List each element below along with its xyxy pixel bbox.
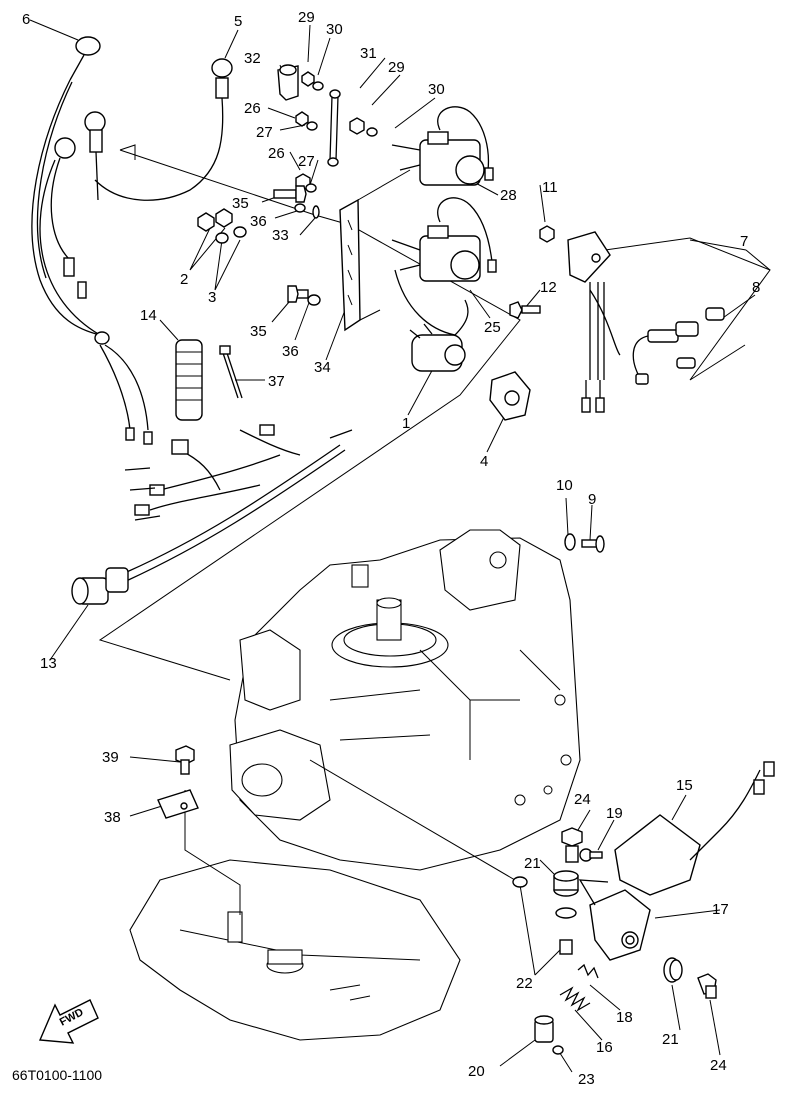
bolt-24-upper bbox=[561, 827, 583, 863]
o-ring-23 bbox=[552, 1045, 564, 1055]
spring-18 bbox=[577, 963, 599, 979]
bolt-39 bbox=[175, 745, 195, 775]
callout-21-upper: 21 bbox=[524, 855, 541, 872]
lever-bracket-17 bbox=[578, 879, 651, 961]
callout-8: 8 bbox=[752, 279, 760, 296]
callout-30: 30 bbox=[428, 81, 445, 98]
grommet-21-upper bbox=[553, 870, 579, 897]
rectifier-7 bbox=[539, 225, 621, 413]
callout-labels: 6 5 29 30 32 31 29 30 26 27 26 27 28 11 … bbox=[22, 9, 760, 1088]
callout-32: 32 bbox=[244, 50, 261, 67]
callout-15: 15 bbox=[676, 777, 693, 794]
callout-14: 14 bbox=[140, 307, 157, 324]
callout-22: 22 bbox=[516, 975, 533, 992]
nuts-washers-2-3 bbox=[197, 208, 247, 244]
callout-10: 10 bbox=[556, 477, 573, 494]
ground-cables bbox=[39, 111, 153, 445]
callout-31: 31 bbox=[360, 45, 377, 62]
main-harness-13 bbox=[71, 424, 353, 605]
starter-relay-1 bbox=[409, 323, 466, 372]
bolt-35-lower bbox=[287, 285, 321, 306]
callout-24-lower: 24 bbox=[710, 1057, 727, 1074]
grommet-21-lower bbox=[663, 957, 683, 983]
battery-cable-6 bbox=[31, 36, 101, 336]
lower-casing-outline bbox=[129, 859, 461, 1041]
callout-30-top: 30 bbox=[326, 21, 343, 38]
callout-28: 28 bbox=[500, 187, 517, 204]
callout-19: 19 bbox=[606, 805, 623, 822]
relay-bracket-34 bbox=[339, 169, 411, 332]
callout-18: 18 bbox=[616, 1009, 633, 1026]
callout-26: 26 bbox=[268, 145, 285, 162]
cable-band-37 bbox=[219, 345, 243, 399]
callout-5: 5 bbox=[234, 13, 242, 30]
bolt-12 bbox=[509, 301, 541, 319]
callout-27: 27 bbox=[298, 153, 315, 170]
callout-29-top: 29 bbox=[298, 9, 315, 26]
bolt-35-upper bbox=[273, 185, 320, 219]
relay-28 bbox=[391, 106, 494, 186]
callout-33: 33 bbox=[272, 227, 289, 244]
connector-8 bbox=[632, 307, 725, 385]
callout-24-upper: 24 bbox=[574, 791, 591, 808]
callout-13: 13 bbox=[40, 655, 57, 672]
callout-27-top: 27 bbox=[256, 124, 273, 141]
jumper-lead-31 bbox=[327, 89, 341, 167]
callout-36: 36 bbox=[282, 343, 299, 360]
callout-6: 6 bbox=[22, 11, 30, 28]
callout-1: 1 bbox=[402, 415, 410, 432]
callout-2: 2 bbox=[180, 271, 188, 288]
drawing-code: 66T0100-1100 bbox=[12, 1067, 102, 1083]
callout-26-top: 26 bbox=[244, 100, 261, 117]
callout-29: 29 bbox=[388, 59, 405, 76]
callout-25: 25 bbox=[484, 319, 501, 336]
callout-7: 7 bbox=[740, 233, 748, 250]
callout-4: 4 bbox=[480, 453, 488, 470]
callout-34: 34 bbox=[314, 359, 331, 376]
leader-lines bbox=[29, 19, 771, 1073]
callout-21-lower: 21 bbox=[662, 1031, 679, 1048]
bolt-9-washer-10 bbox=[564, 533, 605, 553]
terminal-32 bbox=[277, 64, 299, 101]
callout-20: 20 bbox=[468, 1063, 485, 1080]
callout-9: 9 bbox=[588, 491, 596, 508]
holder-4 bbox=[489, 371, 531, 421]
collar-22 bbox=[512, 876, 577, 955]
callout-11: 11 bbox=[542, 179, 558, 196]
bolt-24-lower bbox=[697, 973, 717, 999]
callout-16: 16 bbox=[596, 1039, 613, 1056]
callout-36-top: 36 bbox=[250, 213, 267, 230]
callout-12: 12 bbox=[540, 279, 557, 296]
neutral-switch-15 bbox=[614, 761, 775, 896]
screw-19 bbox=[579, 848, 603, 862]
relay-25 bbox=[391, 197, 497, 336]
spring-16 bbox=[559, 986, 591, 1012]
callout-3: 3 bbox=[208, 289, 216, 306]
callout-39: 39 bbox=[102, 749, 119, 766]
callout-35-top: 35 bbox=[232, 195, 249, 212]
callout-23: 23 bbox=[578, 1071, 595, 1088]
battery-cable-5 bbox=[94, 58, 233, 201]
sleeve-14 bbox=[175, 339, 203, 421]
plunger-20 bbox=[534, 1015, 554, 1043]
plate-38 bbox=[157, 789, 199, 819]
engine-block-outline bbox=[229, 529, 581, 871]
fwd-arrow-icon: FWD bbox=[38, 999, 99, 1044]
callout-38: 38 bbox=[104, 809, 121, 826]
callout-35: 35 bbox=[250, 323, 267, 340]
callout-37: 37 bbox=[268, 373, 285, 390]
callout-17: 17 bbox=[712, 901, 729, 918]
